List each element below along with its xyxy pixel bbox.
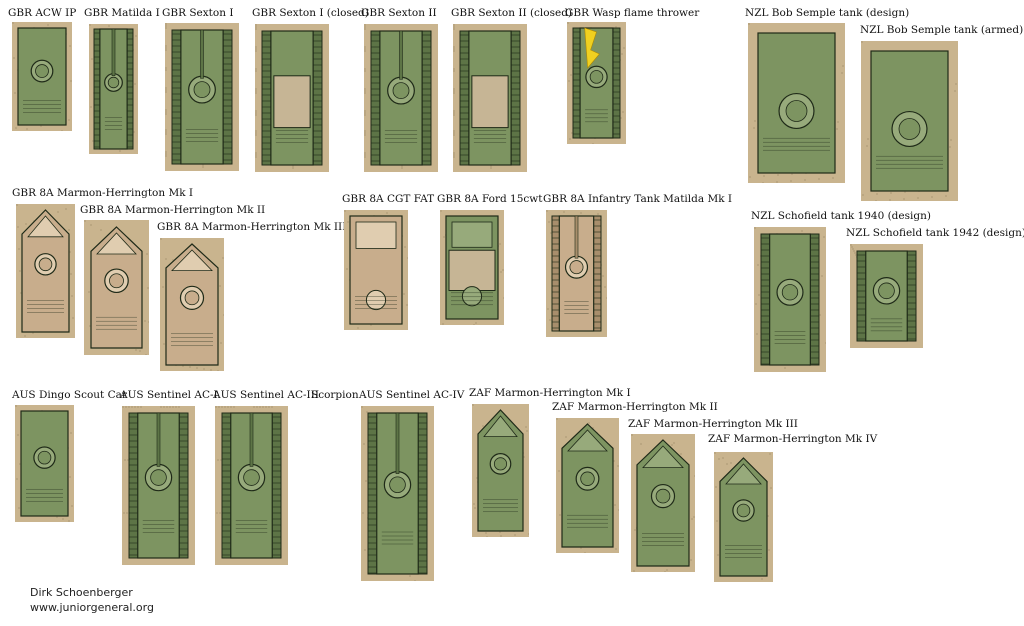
label-zaf-marmon-mk4: ZAF Marmon-Herrington Mk IV — [708, 433, 878, 445]
sprite-zaf-marmon-mk1 — [472, 404, 529, 537]
label-gbr-8a-cgt-fat: GBR 8A CGT FAT — [342, 193, 435, 205]
sprite-gbr-8a-marmon-mk3 — [160, 238, 224, 371]
sprite-aus-sentinel-ac3 — [215, 406, 288, 565]
label-aus-sentinel-ac1: AUS Sentinel AC-I — [120, 389, 218, 401]
label-gbr-8a-marmon-mk1: GBR 8A Marmon-Herrington Mk I — [12, 187, 194, 199]
sprite-gbr-8a-matilda-mk1 — [546, 210, 607, 337]
sprite-gbr-sexton-i-closed — [255, 24, 329, 172]
sprite-gbr-8a-marmon-mk2 — [84, 220, 149, 355]
label-gbr-8a-marmon-mk3: GBR 8A Marmon-Herrington Mk III — [157, 221, 347, 233]
sprite-gbr-sexton-ii — [364, 24, 438, 172]
label-zaf-marmon-mk2: ZAF Marmon-Herrington Mk II — [552, 401, 718, 413]
label-nzl-schofield-1942: NZL Schofield tank 1942 (design) — [846, 227, 1024, 239]
label-gbr-matilda-i: GBR Matilda I — [84, 7, 160, 19]
sprite-gbr-wasp — [567, 22, 626, 144]
sprite-zaf-marmon-mk2 — [556, 418, 619, 553]
sprite-gbr-matilda-i — [89, 24, 138, 154]
label-gbr-acw-ip: GBR ACW IP — [8, 7, 77, 19]
label-gbr-sexton-ii-closed: GBR Sexton II (closed) — [451, 7, 573, 19]
sprite-zaf-marmon-mk4 — [714, 452, 773, 582]
label-nzl-bob-semple-design: NZL Bob Semple tank (design) — [745, 7, 910, 19]
sprite-nzl-schofield-1940 — [754, 227, 826, 372]
sprite-aus-sentinel-ac1 — [122, 406, 195, 565]
label-nzl-schofield-1940: NZL Schofield tank 1940 (design) — [751, 210, 931, 222]
sprite-zaf-marmon-mk3 — [631, 434, 695, 572]
sprite-gbr-sexton-i — [165, 23, 239, 171]
sprite-gbr-8a-ford-15cwt — [440, 210, 504, 325]
credit-author: Dirk Schoenberger — [30, 586, 133, 599]
sprite-nzl-bob-semple-armed — [861, 41, 958, 201]
sprite-aus-dingo — [15, 405, 74, 522]
label-gbr-8a-ford-15cwt: GBR 8A Ford 15cwt — [437, 193, 543, 205]
sprite-nzl-bob-semple-design — [748, 23, 845, 183]
sprite-gbr-8a-marmon-mk1 — [16, 204, 75, 338]
label-gbr-sexton-i-closed: GBR Sexton I (closed) — [252, 7, 369, 19]
label-gbr-sexton-i: GBR Sexton I — [162, 7, 234, 19]
label-zaf-marmon-mk1: ZAF Marmon-Herrington Mk I — [469, 387, 631, 399]
sprite-aus-sentinel-ac4 — [361, 406, 434, 581]
sprite-gbr-acw-ip — [12, 22, 72, 131]
sprite-gbr-8a-cgt-fat — [344, 210, 408, 330]
sprite-nzl-schofield-1942 — [850, 244, 923, 348]
label-zaf-marmon-mk3: ZAF Marmon-Herrington Mk III — [628, 418, 798, 430]
label-gbr-wasp: GBR Wasp flame thrower — [565, 7, 700, 19]
label-scorpion: Scorpion — [311, 389, 359, 401]
label-gbr-8a-marmon-mk2: GBR 8A Marmon-Herrington Mk II — [80, 204, 266, 216]
label-gbr-sexton-ii: GBR Sexton II — [361, 7, 437, 19]
credit-site: www.juniorgeneral.org — [30, 601, 154, 614]
sprite-gbr-sexton-ii-closed — [453, 24, 527, 172]
label-aus-sentinel-ac3: AUS Sentinel AC-III — [213, 389, 319, 401]
label-aus-sentinel-ac4: AUS Sentinel AC-IV — [359, 389, 465, 401]
label-aus-dingo: AUS Dingo Scout Car — [12, 389, 127, 401]
label-gbr-8a-matilda-mk1: GBR 8A Infantry Tank Matilda Mk I — [543, 193, 733, 205]
label-nzl-bob-semple-armed: NZL Bob Semple tank (armed) — [860, 24, 1024, 36]
